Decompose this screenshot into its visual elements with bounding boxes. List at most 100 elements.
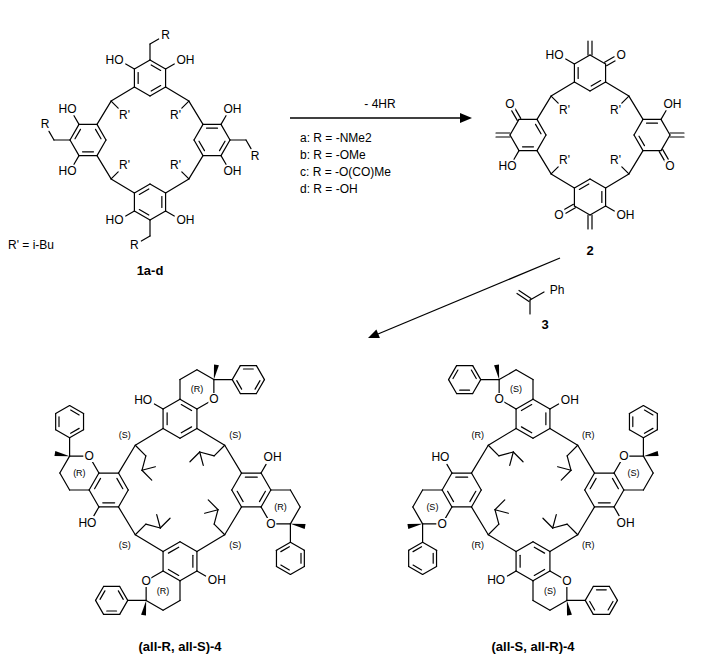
bond-line — [536, 124, 541, 133]
bond-line — [634, 135, 643, 151]
wedge-bond — [141, 600, 146, 615]
bond-line — [496, 132, 510, 133]
bond-line — [230, 139, 246, 140]
bond-line — [281, 565, 289, 570]
bond-line — [543, 518, 553, 528]
bond-line — [574, 188, 575, 206]
bond-line — [605, 57, 615, 63]
bond-line — [97, 140, 106, 156]
bond-line — [261, 464, 266, 473]
atom-label: O — [265, 518, 276, 530]
bond-line — [256, 380, 264, 394]
bond-line — [470, 491, 476, 501]
atom-label: OH — [616, 209, 636, 221]
condition-text: R' = i-Bu — [8, 239, 54, 251]
atom-label: HO — [104, 214, 124, 226]
bond-line — [609, 600, 617, 614]
atom-label: OH — [207, 574, 227, 586]
bond-line — [181, 405, 191, 411]
bond-line — [141, 236, 150, 241]
atom-label: HO — [430, 451, 450, 463]
bond-line — [182, 172, 189, 179]
bond-line — [89, 490, 99, 507]
bond-line — [515, 552, 516, 572]
bond-line — [590, 55, 606, 64]
bond-line — [95, 478, 101, 488]
bond-line — [163, 571, 180, 581]
bond-line — [413, 490, 423, 507]
bond-line — [448, 491, 454, 501]
bond-line — [519, 119, 537, 120]
stereo-descriptor: (R) — [471, 430, 484, 439]
bond-line — [240, 365, 256, 366]
bond-line — [107, 610, 117, 611]
atom-label: O — [83, 450, 94, 462]
atom-label: HO — [104, 54, 124, 66]
bond-line — [550, 600, 567, 610]
bond-line — [608, 601, 613, 609]
bond-line — [194, 124, 203, 140]
atom-label: R' — [609, 104, 622, 116]
atom-label: O — [140, 575, 151, 587]
stereo-descriptor: (R) — [191, 385, 204, 394]
bond-line — [534, 569, 544, 575]
bond-line — [574, 55, 590, 64]
bond-line — [162, 552, 163, 572]
bond-line — [281, 547, 289, 552]
bond-line — [632, 417, 633, 427]
bond-line — [644, 410, 652, 415]
bond-line — [138, 73, 139, 84]
bond-line — [499, 370, 516, 380]
bond-line — [533, 428, 550, 438]
bond-line — [533, 600, 550, 610]
bond-line — [517, 294, 529, 302]
bond-line — [111, 87, 134, 101]
bond-line — [290, 566, 304, 574]
wedge-bond — [407, 524, 422, 529]
atom-label: R' — [118, 159, 131, 171]
bond-line — [519, 291, 531, 299]
arrow-head — [460, 113, 472, 123]
bond-line — [192, 555, 193, 567]
bond-line — [221, 156, 226, 165]
bond-line — [579, 184, 588, 189]
atom-label: O — [561, 575, 572, 587]
bond-line — [449, 380, 457, 394]
bond-line — [516, 428, 533, 438]
bond-line — [629, 430, 643, 438]
bond-line — [103, 502, 115, 503]
bond-line — [567, 456, 571, 470]
bond-line — [567, 445, 578, 456]
bond-line — [457, 393, 473, 394]
bond-line — [134, 193, 135, 211]
bond-line — [629, 414, 630, 430]
bond-line — [643, 473, 653, 490]
bond-line — [550, 404, 559, 409]
bond-line — [256, 366, 264, 380]
bond-line — [521, 405, 531, 411]
wedge-bond — [567, 600, 572, 615]
bond-line — [203, 124, 221, 125]
condition-text: - 4HR — [364, 98, 395, 110]
atom-label: R' — [558, 154, 571, 166]
bond-line — [197, 428, 225, 445]
bond-line — [585, 600, 593, 614]
bond-line — [56, 430, 70, 438]
bond-line — [634, 119, 643, 135]
bond-line — [149, 220, 150, 236]
bond-line — [259, 491, 265, 501]
bond-line — [515, 109, 521, 119]
bond-line — [96, 600, 104, 614]
atom-label: O — [616, 49, 627, 61]
bond-line — [595, 472, 615, 473]
bond-line — [612, 478, 618, 488]
bond-line — [460, 390, 470, 391]
bond-line — [436, 550, 437, 566]
bond-line — [71, 410, 79, 415]
bond-line — [128, 600, 146, 601]
bond-line — [261, 490, 271, 507]
compound-number: (all-S, all-R)-4 — [491, 640, 574, 653]
bond-line — [190, 452, 200, 462]
atom-label: HO — [58, 103, 78, 115]
bond-line — [243, 368, 253, 369]
